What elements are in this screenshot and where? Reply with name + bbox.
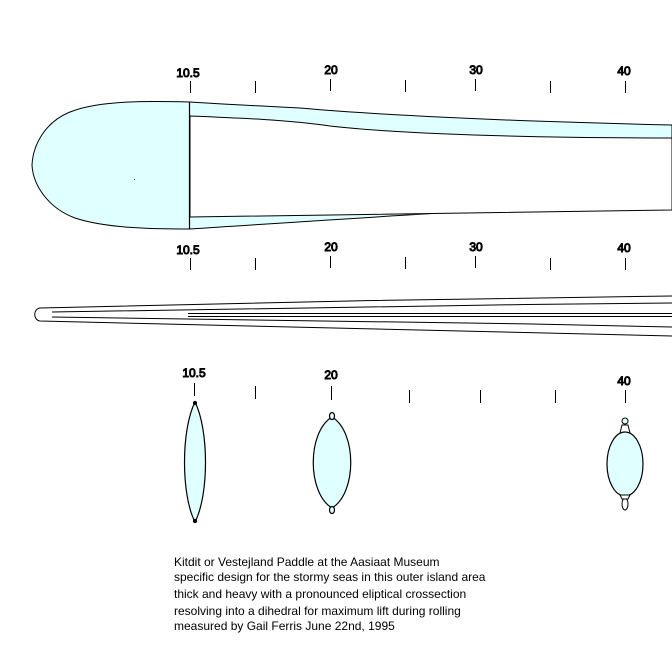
caption-line: resolving into a dihedral for maximum li… bbox=[174, 603, 461, 618]
scale-top-label-10-5: 10.5 bbox=[176, 66, 200, 80]
cross-section-10-5 bbox=[183, 400, 207, 524]
cross-section-20 bbox=[312, 411, 352, 515]
scale-middle-label-30: 30 bbox=[469, 240, 483, 254]
scale-middle-label-20: 20 bbox=[324, 240, 338, 254]
scale-top-label-20: 20 bbox=[324, 63, 338, 77]
cross-section-40 bbox=[606, 417, 644, 511]
caption-line: thick and heavy with a pronounced elipti… bbox=[174, 586, 467, 601]
scale-middle-label-10-5: 10.5 bbox=[176, 243, 200, 257]
caption-credit: measured by Gail Ferris June 22nd, 1995 bbox=[174, 618, 395, 633]
scale-top: 10.5 20 30 40 bbox=[176, 63, 631, 93]
side-profile-outline bbox=[34, 295, 672, 337]
caption-line: specific design for the stormy seas in t… bbox=[174, 570, 486, 585]
paddle-plan-view bbox=[31, 100, 672, 230]
caption-block: Kitdit or Vestejland Paddle at the Aasia… bbox=[174, 555, 514, 634]
scale-bottom-label-20: 20 bbox=[324, 368, 338, 382]
blade-inner-region bbox=[189, 115, 672, 218]
paddle-side-view bbox=[34, 295, 672, 337]
scale-middle: 10.5 20 30 40 bbox=[176, 240, 631, 270]
center-mark bbox=[134, 179, 135, 180]
scale-bottom-label-40: 40 bbox=[617, 374, 631, 388]
caption-title: Kitdit or Vestejland Paddle at the Aasia… bbox=[174, 555, 440, 569]
scale-bottom: 10.5 20 40 bbox=[182, 366, 631, 403]
scale-top-label-30: 30 bbox=[469, 63, 483, 77]
scale-bottom-label-10-5: 10.5 bbox=[182, 366, 206, 380]
scale-top-label-40: 40 bbox=[617, 64, 631, 78]
scale-middle-label-40: 40 bbox=[617, 241, 631, 255]
